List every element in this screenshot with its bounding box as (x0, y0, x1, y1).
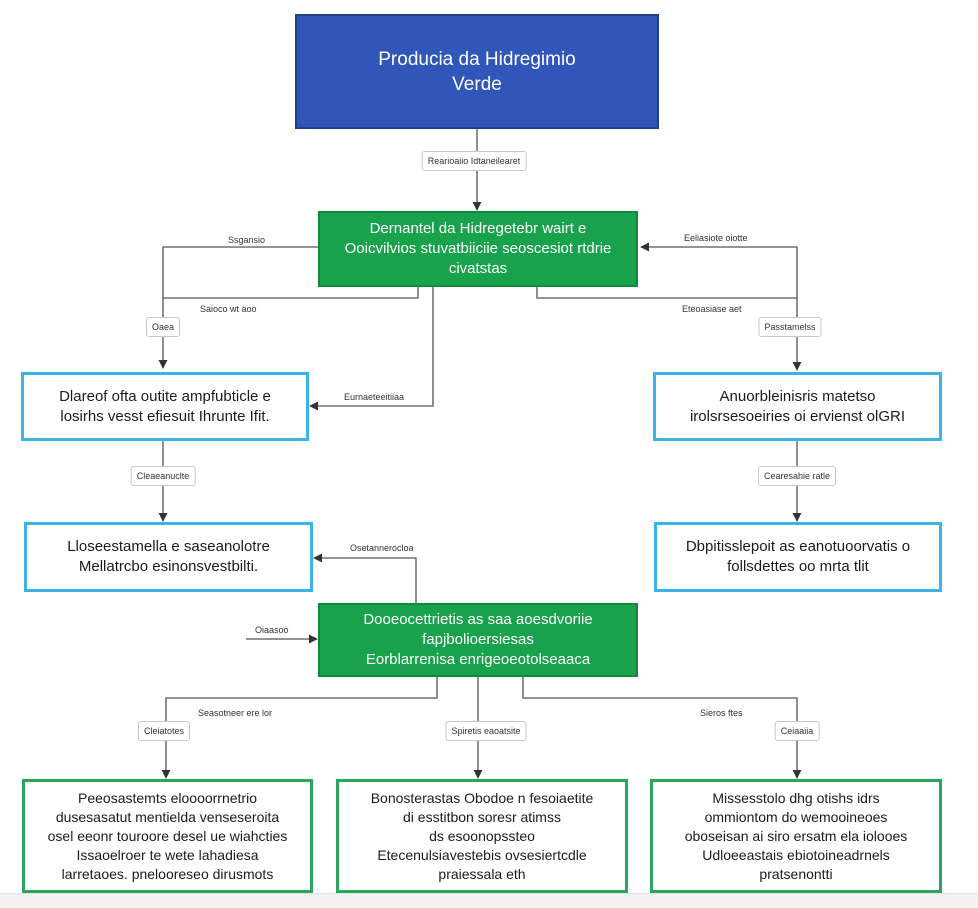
edge-label-mid-right-branch: Sieros ftes (700, 708, 743, 718)
edge-label-top-left-out: Ssgansio (228, 235, 266, 245)
node-line: Bonosterastas Obodoe n fesoiaetite (370, 789, 594, 806)
edge-label-top-to-left-1: Eurnaeteeitiiaa (344, 392, 405, 402)
outcome-node-right: Missesstolo dhg otishs idrs ommiontom do… (650, 779, 942, 893)
node-line: Dbpitisslepoit as eanotuoorvatis o (685, 538, 911, 555)
node-line: ommiontom do wemooineoes (704, 808, 888, 825)
step-node-left-1: Dlareof ofta outite ampfubticle e losirh… (21, 372, 309, 441)
node-line: Dlareof ofta outite ampfubticle e (59, 387, 271, 405)
edge-label-mid-to-left-2: Osetannerocloa (350, 543, 414, 553)
node-line: Issaoelroer te wete lahadiesa (76, 846, 259, 863)
node-line: osel eeonr touroore desel ue wiahcties (47, 827, 288, 844)
edge-label-leaf-left: Cleiatotes (137, 721, 191, 741)
node-line: Ooicvilvios stuvatbiiciie seoscesiot rtd… (344, 240, 612, 257)
step-node-left-2: Lloseestamella e saseanolotre Mellatrcbo… (24, 522, 313, 592)
node-line: praiessala eth (438, 865, 526, 882)
node-line: follsdettes oo mrta tlit (727, 558, 869, 575)
node-line: Udloeeastais ebiotoineadrnels (702, 846, 890, 863)
edge-label-input-to-mid: Oiaasoo (255, 625, 289, 635)
edge-label-right-chip: Passtamelss (758, 317, 822, 337)
node-line: pratsenontti (759, 865, 833, 882)
node-line: Anuorbleinisris matetso (719, 387, 876, 405)
node-line: ds esoonopssteo (429, 827, 535, 844)
edge-label-title-to-top: Rearioaiio Idtaneilearet (421, 151, 527, 171)
node-line: fapjbolioersiesas (422, 631, 534, 648)
edge-mid-left-branch (161, 676, 438, 779)
node-line: larretaoes. pnelooreseo dirusmots (61, 865, 274, 882)
title-line-1: Producia da Hidregimio (378, 48, 576, 70)
node-line: Lloseestamella e saseanolotre (67, 538, 270, 555)
edge-label-right-branch: Eteoasiase aet (682, 304, 742, 314)
edge-label-mid-left-branch: Seasotneer ere lor (198, 708, 273, 718)
node-line: Eorblarrenisa enrigeoeotolseaaca (365, 651, 591, 668)
edge-mid-right-branch (522, 676, 802, 779)
edge-top-right-in (640, 242, 798, 298)
edge-label-left-chip: Oaea (145, 317, 181, 337)
node-line: irolsrsesoeiries oi ervienst olGRI (689, 407, 906, 425)
edge-label-left-branch: Saioco wt aoo (200, 304, 257, 314)
edge-label-leaf-right: Ceiaaiia (774, 721, 820, 741)
step-node-right-1: Anuorbleinisris matetso irolsrsesoeiries… (653, 372, 942, 441)
node-line: losirhs vesst efiesuit Ihrunte Ifit. (60, 407, 270, 425)
node-line: Dooeocettrietis as saa aoesdvoriie (363, 611, 593, 628)
outcome-node-left: Peeosastemts eloooorrnetrio dusesasatut … (22, 779, 313, 893)
edge-left-branch (163, 286, 419, 299)
node-line: Mellatrcbo esinonsvestbilti. (78, 558, 259, 575)
process-node-top: Dernantel da Hidregetebr wairt e Ooicvil… (318, 211, 638, 287)
node-line: Dernantel da Hidregetebr wairt e (369, 220, 587, 237)
node-line: di esstitbon soresr atimss (403, 808, 561, 825)
edge-top-to-left-1 (309, 286, 434, 411)
node-line: dusesasatut mentielda venseseroita (55, 808, 280, 825)
edge-label-right-chain: Cearesahie ratle (757, 466, 837, 486)
title-node: Producia da Hidregimio Verde (295, 14, 659, 129)
outcome-node-center: Bonosterastas Obodoe n fesoiaetite di es… (336, 779, 628, 893)
edge-mid-to-left-2 (313, 553, 417, 603)
node-line: Etecenulsiavestebis ovsesiertcdle (377, 846, 587, 863)
edge-label-leaf-center: Spiretis eaoatsite (445, 721, 527, 741)
edge-label-left-chain: Cleaeanuclte (130, 466, 196, 486)
title-line-2: Verde (452, 73, 502, 95)
bottom-strip (0, 893, 978, 908)
node-line: Missesstolo dhg otishs idrs (712, 789, 880, 806)
process-node-mid: Dooeocettrietis as saa aoesdvoriie fapjb… (318, 603, 638, 677)
node-line: Peeosastemts eloooorrnetrio (78, 789, 257, 806)
step-node-right-2: Dbpitisslepoit as eanotuoorvatis o folls… (654, 522, 942, 592)
node-line: civatstas (448, 260, 508, 277)
node-line: oboseisan ai siro ersatm ela iolooes (684, 827, 908, 844)
edge-label-top-right-in: Eeliasiote oiotte (684, 233, 748, 243)
